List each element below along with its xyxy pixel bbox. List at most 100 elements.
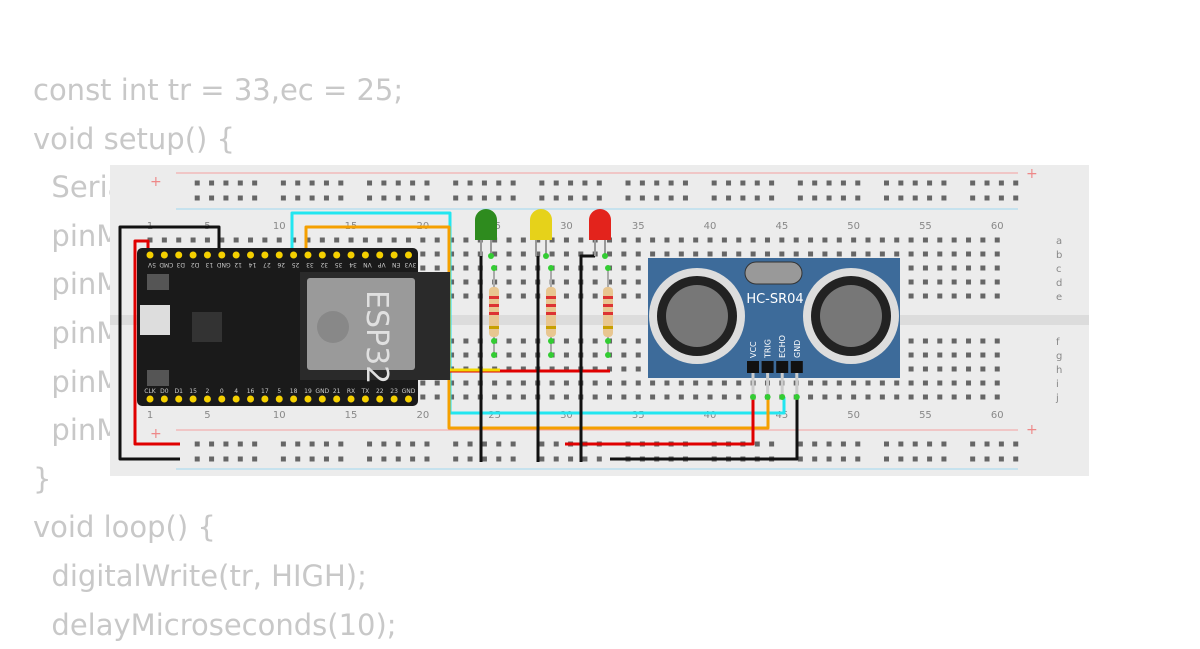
wire-black-gnd[interactable] [118, 225, 221, 461]
esp32-pin[interactable] [232, 251, 240, 259]
esp32-pin[interactable] [290, 251, 298, 259]
esp32-pin[interactable] [261, 251, 269, 259]
esp32-pin[interactable] [232, 395, 240, 403]
breadboard-hole [520, 380, 526, 386]
esp32-pin[interactable] [203, 395, 211, 403]
sensor-pin-label: ECHO [778, 335, 787, 358]
breadboard-hole [994, 366, 1000, 372]
breadboard-hole [822, 394, 828, 400]
esp32-pin[interactable] [404, 251, 412, 259]
breadboard-hole [937, 394, 943, 400]
rail-hole [884, 456, 889, 462]
column-label: 10 [273, 221, 286, 232]
sensor-pin[interactable] [764, 394, 771, 400]
rail-hole [812, 441, 818, 447]
sensor-pin[interactable] [779, 394, 786, 400]
breadboard-hole [621, 394, 627, 400]
esp32-pin[interactable] [189, 251, 197, 259]
esp32-pin[interactable] [275, 251, 283, 259]
esp32-pin[interactable] [160, 395, 168, 403]
breadboard-hole [721, 237, 727, 243]
breadboard-hole [922, 338, 928, 344]
esp32-pin[interactable] [247, 251, 255, 259]
breadboard-hole [520, 394, 526, 400]
esp32-pin[interactable] [361, 395, 369, 403]
led-yellow[interactable] [530, 209, 552, 240]
column-label: 60 [991, 410, 1004, 421]
rail-hole [424, 195, 430, 201]
rail-hole [654, 195, 660, 201]
esp32-pin[interactable] [347, 395, 355, 403]
sensor-pin[interactable] [793, 394, 800, 400]
led-group [475, 209, 613, 358]
led-green[interactable] [475, 209, 497, 240]
column-label: 30 [560, 410, 573, 421]
esp32-pin[interactable] [218, 251, 226, 259]
esp32-pin[interactable] [218, 395, 226, 403]
breadboard-hole [362, 237, 368, 243]
esp32-pin[interactable] [390, 395, 398, 403]
esp32-pin[interactable] [290, 395, 298, 403]
rail-hole [252, 180, 258, 186]
esp32-pin[interactable] [146, 251, 154, 259]
breadboard-hole [650, 394, 656, 400]
esp32-pin[interactable] [361, 251, 369, 259]
esp32-pin[interactable] [376, 395, 384, 403]
esp32-pin-label: 2 [206, 388, 210, 395]
rail-hole [998, 180, 1004, 186]
breadboard-hole [233, 237, 239, 243]
esp32-pin[interactable] [175, 251, 183, 259]
esp32-pin[interactable] [203, 251, 211, 259]
breadboard-hole [980, 251, 986, 257]
rail-hole [769, 180, 775, 186]
wire-black-led3-gnd[interactable] [579, 254, 595, 462]
breadboard-hole [161, 237, 167, 243]
wire-red-5v[interactable] [133, 239, 180, 446]
led-red[interactable] [589, 209, 611, 240]
esp32-pin[interactable] [146, 395, 154, 403]
breadboard-hole [879, 394, 885, 400]
breadboard-hole [822, 237, 828, 243]
breadboard-hole [449, 352, 455, 358]
rail-hole [726, 180, 732, 186]
breadboard-hole [736, 394, 742, 400]
esp32-pin[interactable] [347, 251, 355, 259]
breadboard-hole [966, 338, 972, 344]
wire-black-sensor-gnd[interactable] [610, 397, 799, 461]
rail-hole [367, 441, 373, 447]
esp32-pin[interactable] [404, 395, 412, 403]
breadboard-hole [966, 394, 972, 400]
rail-hole [209, 180, 215, 186]
breadboard-hole [563, 352, 569, 358]
esp32-pin[interactable] [160, 251, 168, 259]
esp32-pin[interactable] [304, 395, 312, 403]
boot-button[interactable] [147, 370, 169, 386]
connection-dot [488, 253, 494, 259]
esp32-pin[interactable] [318, 395, 326, 403]
en-button[interactable] [147, 274, 169, 290]
wire-red-vcc[interactable] [565, 397, 755, 446]
rail-hole [481, 441, 487, 447]
esp32-pin[interactable] [175, 395, 183, 403]
esp32-pin[interactable] [333, 395, 341, 403]
esp32-pin[interactable] [247, 395, 255, 403]
esp32-pin[interactable] [333, 251, 341, 259]
rail-hole [754, 195, 760, 201]
esp32-pin[interactable] [376, 251, 384, 259]
esp32-pin[interactable] [189, 395, 197, 403]
esp32-pin[interactable] [275, 395, 283, 403]
breadboard-hole [951, 338, 957, 344]
breadboard-hole [908, 366, 914, 372]
esp32-pin[interactable] [390, 251, 398, 259]
esp32-pin[interactable] [318, 251, 326, 259]
esp32-pin[interactable] [261, 395, 269, 403]
rail-hole [927, 195, 933, 201]
breadboard-hole [607, 279, 613, 285]
breadboard-hole [980, 293, 986, 299]
breadboard-hole [520, 293, 526, 299]
esp32-pin[interactable] [304, 251, 312, 259]
sensor-pin[interactable] [750, 394, 756, 400]
breadboard-hole [449, 251, 455, 257]
